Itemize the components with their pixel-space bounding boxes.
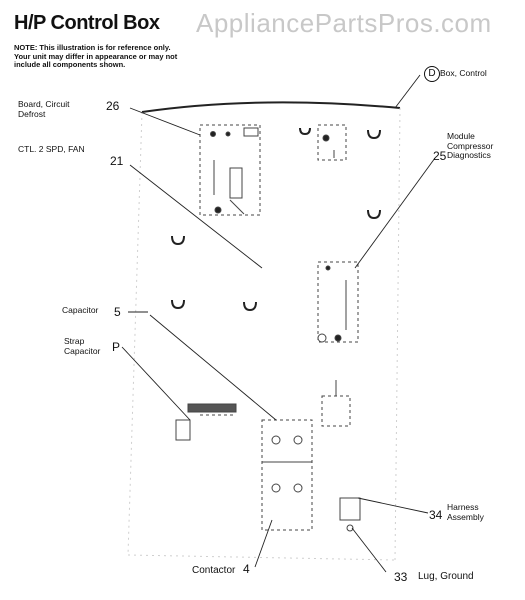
fan-control: [317, 124, 347, 161]
diagnostic-module: [317, 261, 359, 343]
mounting-hooks: [171, 127, 381, 312]
part-id-d: D: [424, 66, 440, 82]
part-label-4: Contactor: [192, 565, 236, 576]
box-right-edge: [394, 107, 401, 561]
part-id-p: P: [112, 340, 121, 354]
box-bottom-edge: [127, 554, 396, 561]
part-id-26: 26: [106, 99, 120, 113]
defrost-board: [199, 124, 261, 216]
box-lid-edge: [141, 101, 401, 113]
part-label-26: Board, Circuit Defrost: [18, 99, 70, 119]
capacitor-strap: [175, 403, 237, 441]
box-left-edge: [127, 111, 143, 556]
part-id-5: 5: [114, 305, 121, 319]
diagram-title: H/P Control Box: [14, 12, 160, 34]
part-id-21: 21: [110, 154, 124, 168]
reference-note: NOTE: This illustration is for reference…: [14, 43, 178, 69]
part-label-21: CTL. 2 SPD, FAN: [18, 144, 85, 154]
part-id-4: 4: [243, 562, 250, 576]
contactor: [261, 419, 313, 531]
part-label-25: Module Compressor Diagnostics: [447, 131, 494, 160]
leader-lines: [121, 74, 436, 573]
harness-assembly: [321, 380, 361, 532]
part-id-34: 34: [429, 508, 443, 522]
part-label-33: Lug, Ground: [418, 571, 474, 582]
part-label-d: Box, Control: [440, 68, 487, 78]
part-label-34: Harness Assembly: [447, 502, 484, 522]
part-id-33: 33: [394, 570, 408, 584]
watermark: AppliancePartsPros.com: [196, 8, 492, 38]
part-id-25: 25: [433, 149, 447, 163]
part-label-p: Strap Capacitor: [64, 336, 101, 356]
part-label-5: Capacitor: [62, 305, 99, 315]
